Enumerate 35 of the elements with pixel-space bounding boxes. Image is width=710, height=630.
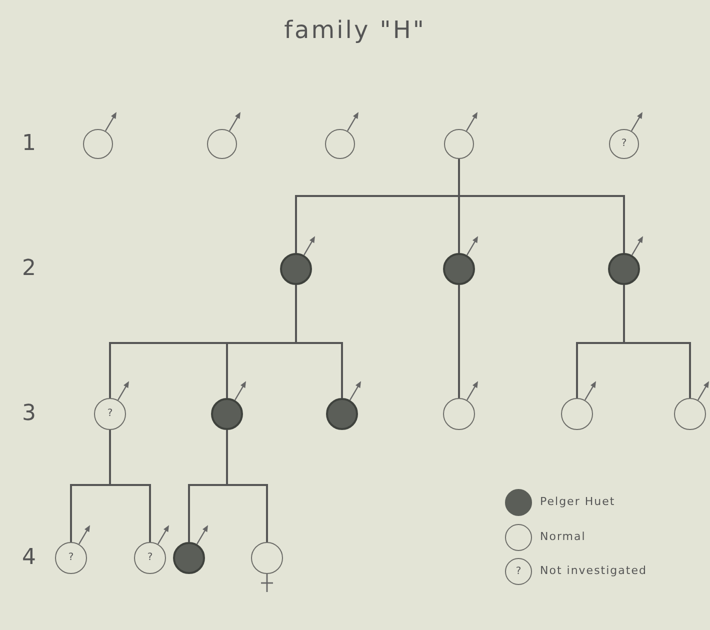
status-mark: ? [107,409,113,419]
generation-number: 4 [22,545,36,570]
status-mark: ? [516,566,522,576]
normal-circle [325,129,355,159]
status-mark: ? [68,553,74,563]
affected-circle [173,542,205,574]
descent-line [109,430,151,542]
not-investigated-circle [134,542,166,574]
descent-line [458,159,625,253]
descent-line [458,285,460,398]
normal-circle [674,398,706,430]
diagram-title: family "H" [283,16,427,44]
descent-line [226,430,268,542]
legend-label: Not investigated [540,564,647,577]
affected-circle [326,398,358,430]
normal-circle [443,398,475,430]
affected-circle [211,398,243,430]
normal-circle [561,398,593,430]
generation-number: 2 [22,256,36,281]
status-mark: ? [621,139,627,149]
not-investigated-circle [609,129,639,159]
normal-circle [251,542,283,574]
not-investigated-circle [94,398,126,430]
status-mark: ? [147,553,153,563]
normal-circle [207,129,237,159]
generation-number: 1 [22,131,36,156]
affected-circle [443,253,475,285]
not-investigated-circle [55,542,87,574]
generation-number: 3 [22,401,36,426]
affected-circle [280,253,312,285]
affected-circle [608,253,640,285]
normal-circle [83,129,113,159]
legend-label: Normal [540,530,586,543]
normal-circle [444,129,474,159]
legend-label: Pelger Huet [540,495,616,508]
